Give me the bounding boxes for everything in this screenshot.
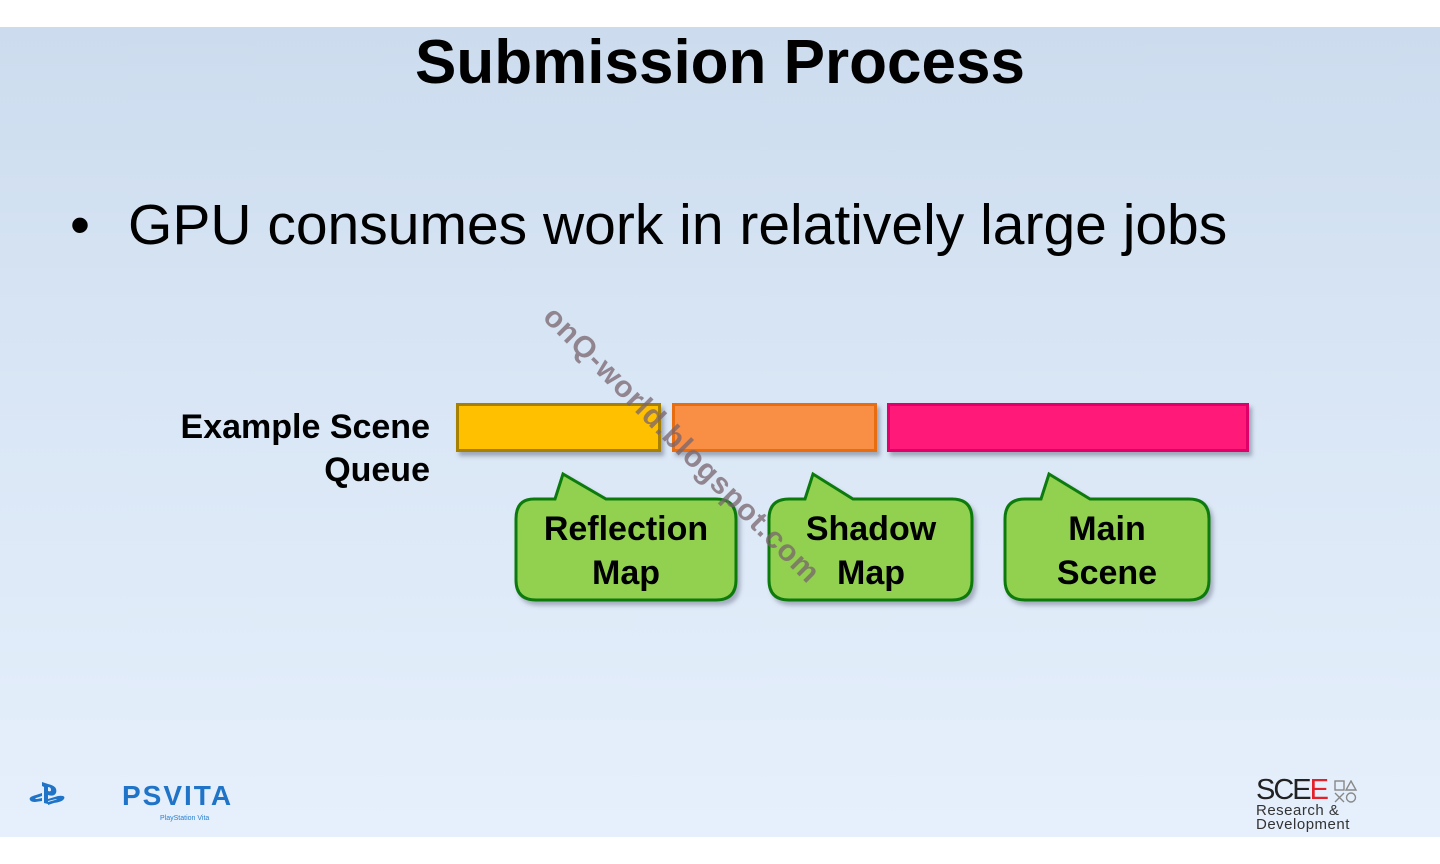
psvita-logo: PSVITA: [122, 783, 233, 809]
callout-line1: Main: [1068, 510, 1146, 548]
callout-line1: Shadow: [805, 510, 937, 548]
callout-line2: Scene: [1056, 554, 1158, 592]
job-bar-reflection-map: [456, 403, 661, 452]
psvita-subtitle: PlayStation Vita: [160, 815, 210, 822]
callout-line2: Map: [592, 554, 660, 592]
scee-accent: E: [1309, 774, 1329, 806]
slide-title: Submission Process: [415, 28, 1025, 97]
bullet-item: • GPU consumes work in relatively large j…: [70, 192, 1227, 258]
scee-line2: Research &: [1256, 802, 1340, 819]
bullet-marker: •: [70, 193, 90, 257]
callout-line2: Map: [837, 554, 905, 592]
playstation-shapes-icon: [1334, 780, 1358, 803]
queue-label-line1: Example Scene: [180, 408, 430, 446]
job-bar-shadow-map: [672, 403, 877, 452]
callout-text-shadow-map: Shadow Map: [761, 507, 981, 595]
scee-prefix: SCE: [1256, 774, 1312, 806]
playstation-logo-icon: [29, 782, 65, 805]
psvita-logo-text: PSVITA: [122, 783, 233, 809]
job-bar-main-scene: [887, 403, 1249, 452]
scee-logo: SCEE Research & Development: [1256, 774, 1350, 833]
callout-line1: Reflection: [543, 510, 709, 548]
bullet-text: GPU consumes work in relatively large jo…: [128, 193, 1228, 257]
queue-label: Example Scene Queue: [181, 406, 430, 492]
scee-logo-main: SCEE: [1256, 774, 1350, 806]
callout-text-main-scene: Main Scene: [997, 507, 1217, 595]
queue-label-line2: Queue: [324, 451, 430, 489]
scee-line3: Development: [1256, 816, 1350, 833]
callout-text-reflection-map: Reflection Map: [516, 507, 736, 595]
